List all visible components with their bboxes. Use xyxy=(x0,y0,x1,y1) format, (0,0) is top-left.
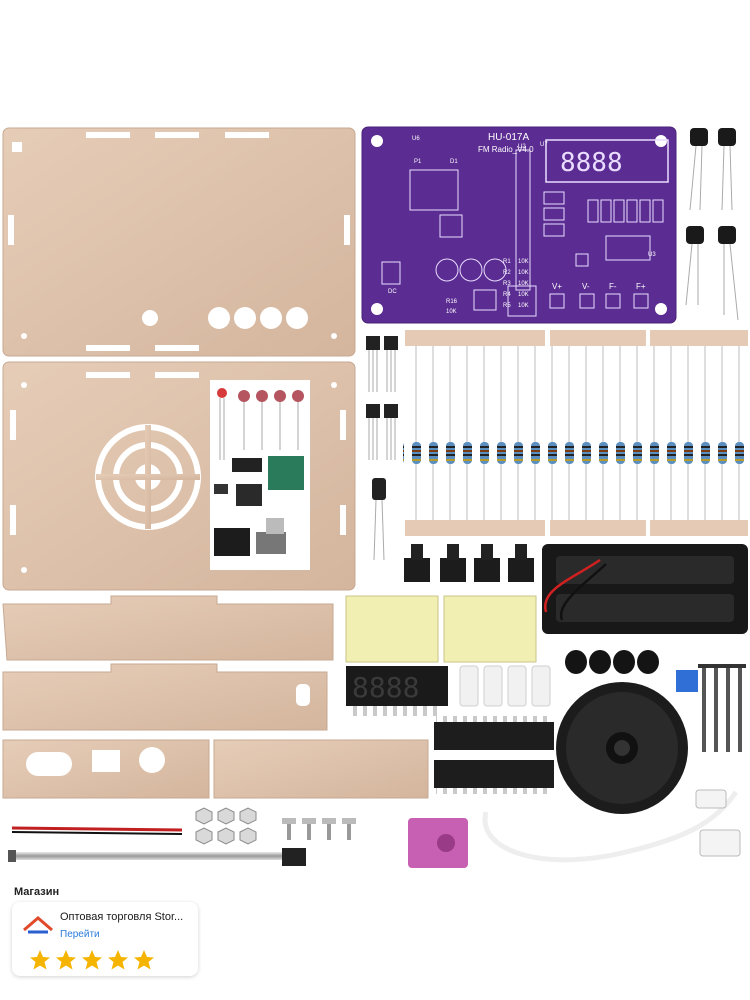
store-box[interactable]: Оптовая торговля Stor... Перейти xyxy=(12,902,198,976)
pcb-button-label: V+ xyxy=(552,282,562,291)
pcb-misc-label: DC xyxy=(388,289,397,295)
pcb-misc-label: D1 xyxy=(450,159,458,165)
pcb-subtitle-label: FM Radio_V4.0 xyxy=(478,145,534,154)
pcb-resistor-label: R2 xyxy=(503,270,511,276)
pcb-misc-label: R16 xyxy=(446,299,458,305)
star-icon xyxy=(82,950,102,970)
acrylic-side-strips xyxy=(2,595,429,799)
pcb-value-label: 10K xyxy=(518,281,529,287)
nuts xyxy=(195,807,257,845)
battery-holder xyxy=(542,544,748,634)
store-card: Магазин Оптовая торговля Stor... Перейти xyxy=(0,880,200,980)
pcb-misc-label: U3 xyxy=(648,252,656,258)
store-logo-icon xyxy=(23,916,53,934)
svg-text:8888: 8888 xyxy=(352,671,419,704)
store-name: Оптовая торговля Stor... xyxy=(60,911,184,923)
star-icon xyxy=(30,950,50,970)
pcb-value-label: 10K xyxy=(518,303,529,309)
pcb-value-label: 10K xyxy=(518,270,529,276)
pcb-value-label: 10K xyxy=(518,292,529,298)
red-wire xyxy=(11,826,183,832)
short-screws xyxy=(282,818,356,840)
pcb-resistor-label: R4 xyxy=(503,292,511,298)
pcb-button-label: F- xyxy=(609,282,617,291)
tactile-buttons xyxy=(404,544,534,582)
pcb-value-label: 10K xyxy=(518,259,529,265)
usb-cable xyxy=(482,789,741,863)
long-screws xyxy=(698,664,746,752)
store-heading: Магазин xyxy=(14,886,60,898)
store-go-link[interactable]: Перейти xyxy=(60,929,100,940)
ic-socket xyxy=(434,716,554,794)
potentiometer xyxy=(676,670,698,692)
pcb-misc-label: U7 xyxy=(540,142,548,148)
star-icon xyxy=(108,950,128,970)
pcb-misc-label: U6 xyxy=(412,136,420,142)
star-icon xyxy=(56,950,76,970)
store-rating xyxy=(28,948,156,972)
pcb-model-label: HU-017A xyxy=(488,132,529,143)
pcb-resistor-label: R1 xyxy=(503,259,511,265)
black-wire xyxy=(11,831,183,835)
pcb-misc-label: 10K xyxy=(446,309,457,315)
seven-segment-display: 8888 xyxy=(346,666,448,716)
pcb-button-label: F+ xyxy=(636,282,646,291)
pcb-board: 8888 HU-017A FM Radio_V4.0 V+ V- F- F+ R… xyxy=(361,126,677,324)
capacitors xyxy=(685,128,739,321)
pcb-resistor-label: R3 xyxy=(503,281,511,287)
speaker xyxy=(556,682,688,814)
pcb-resistor-label: R5 xyxy=(503,303,511,309)
foam-tapes xyxy=(345,595,537,663)
button-caps xyxy=(565,650,659,674)
pcb-misc-label: P1 xyxy=(414,159,422,165)
resistor-strips xyxy=(403,330,750,536)
telescopic-antenna xyxy=(8,848,306,866)
pcb-misc-label: U2 xyxy=(518,144,526,150)
acrylic-top-panel xyxy=(2,127,356,357)
acrylic-speaker-panel xyxy=(2,361,356,591)
transistors xyxy=(366,336,398,561)
svg-text:8888: 8888 xyxy=(560,148,623,178)
standoffs xyxy=(459,665,551,707)
speaker-grill-icon xyxy=(95,424,201,530)
pcb-button-label: V- xyxy=(582,282,590,291)
star-icon xyxy=(134,950,154,970)
